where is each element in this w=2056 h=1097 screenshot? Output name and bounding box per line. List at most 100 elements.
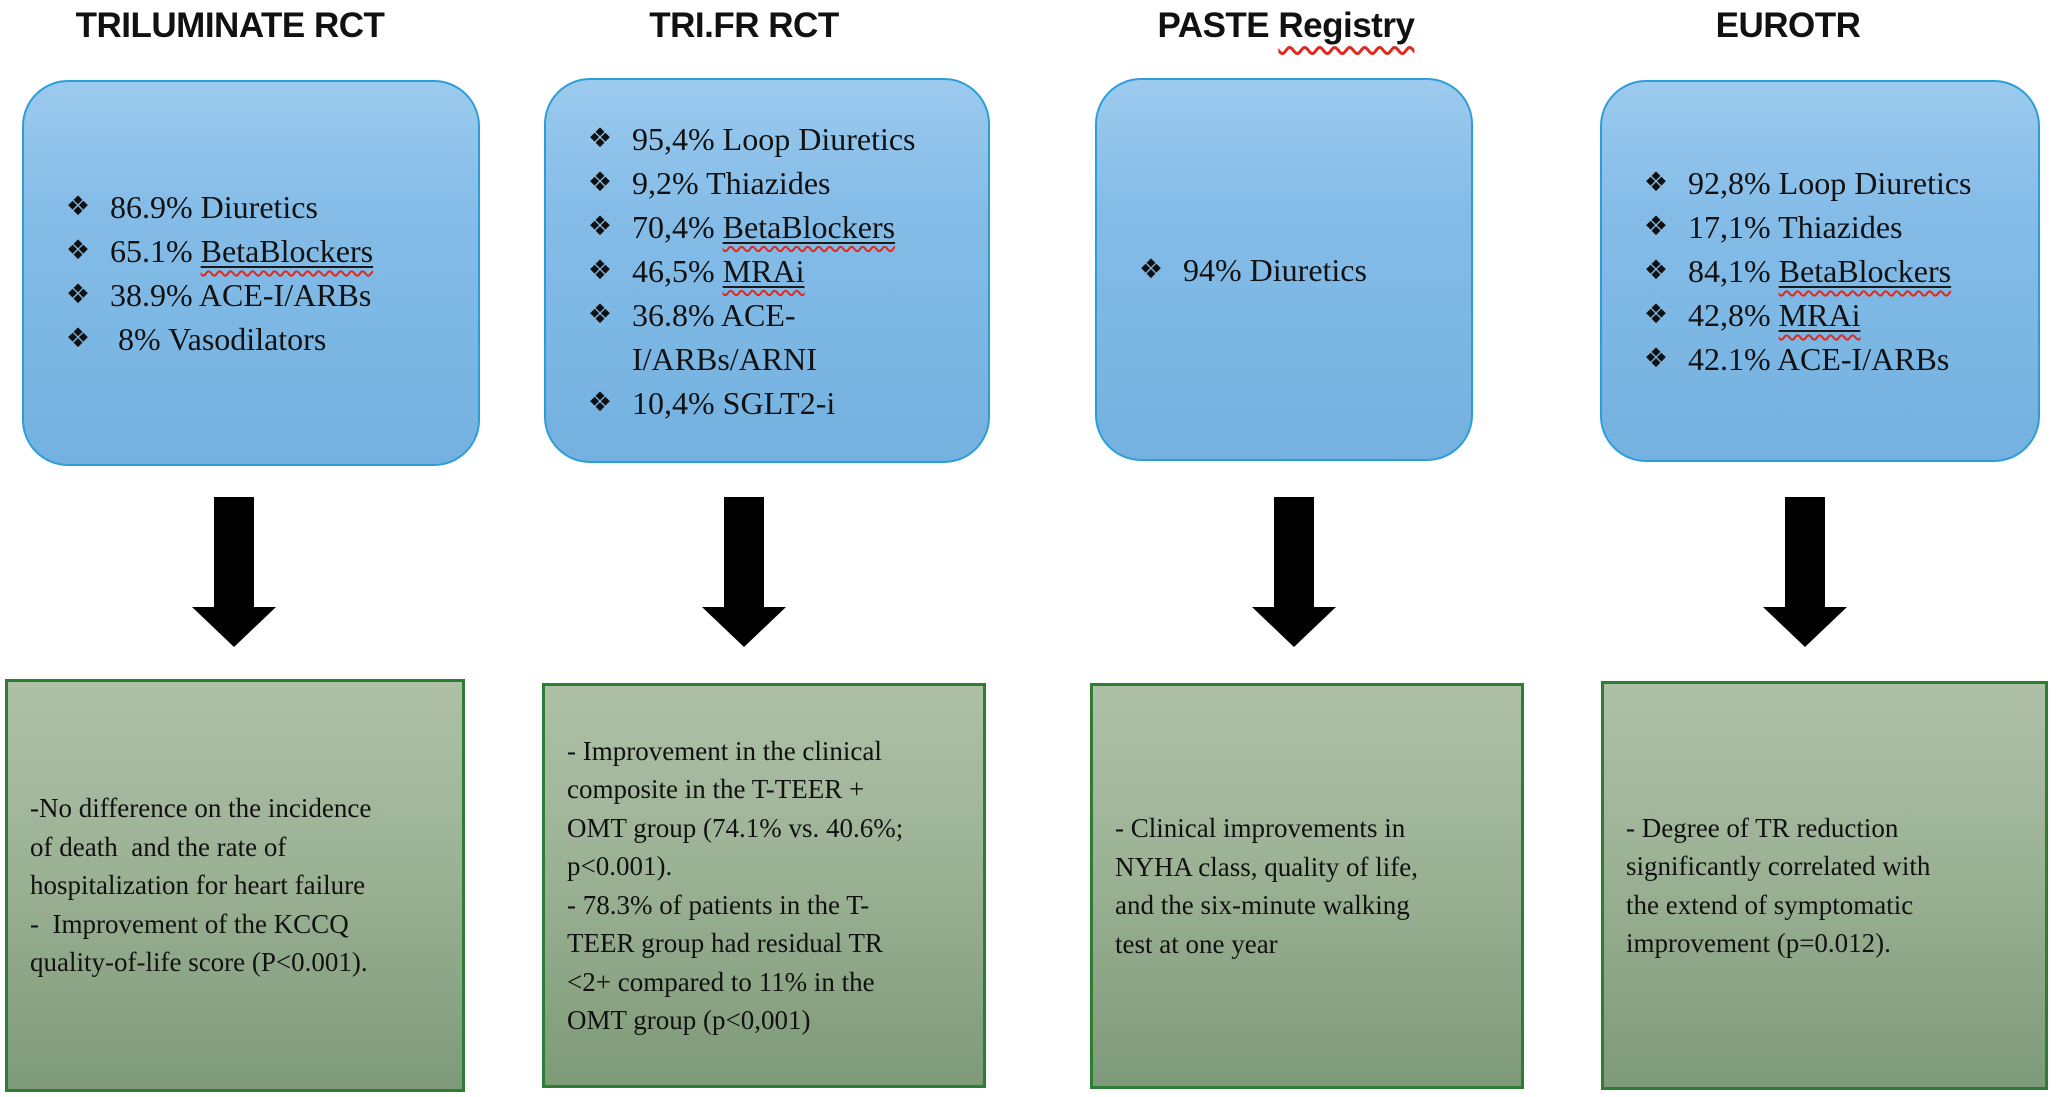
outcome-line: significantly correlated with	[1626, 851, 1931, 881]
medication-text: 38.9% ACE-I/ARBs	[110, 277, 372, 313]
down-arrow-icon	[1763, 497, 1847, 647]
study-title-text: TRILUMINATE RCT	[75, 6, 385, 45]
misspelled-underlined-word: MRAi	[1778, 297, 1861, 333]
medication-bullet: ❖ 42.1% ACE-I/ARBs	[1636, 337, 2022, 381]
diamond-bullet-icon: ❖	[1643, 167, 1669, 198]
diamond-bullet-icon: ❖	[1643, 255, 1669, 286]
diamond-bullet-icon: ❖	[65, 235, 91, 266]
study-title-misspelled-text: Registry	[1278, 6, 1415, 45]
outcome-box-eurotr: - Degree of TR reduction significantly co…	[1601, 681, 2048, 1090]
medication-bullet: ❖ 65.1% BetaBlockers	[58, 229, 462, 273]
study-title-trifr: TRI.FR RCT	[636, 6, 852, 46]
outcome-box-triluminate: -No difference on the incidence of death …	[5, 679, 465, 1092]
outcome-line: - Improvement of the KCCQ	[30, 908, 349, 939]
study-title-text: PASTE	[1157, 6, 1279, 45]
medication-bullet: ❖ 8% Vasodilators	[58, 317, 462, 361]
study-title-triluminate: TRILUMINATE RCT	[46, 6, 414, 46]
medication-text: 10,4% SGLT2-i	[632, 384, 836, 421]
study-title-text: EUROTR	[1715, 6, 1861, 45]
down-arrow-icon	[1252, 497, 1336, 647]
medication-text: 94% Diuretics	[1183, 251, 1367, 288]
medication-text: 70,4% BetaBlockers	[632, 208, 896, 245]
medication-bullet: ❖ 9,2% Thiazides	[580, 161, 972, 205]
medication-text: 92,8% Loop Diuretics	[1688, 165, 1972, 201]
outcome-line: quality-of-life score (P<0.001).	[30, 947, 368, 978]
outcome-line: p<0.001).	[567, 851, 673, 881]
medication-text: 95,4% Loop Diuretics	[632, 120, 916, 157]
medication-bullet: ❖ 86.9% Diuretics	[58, 185, 462, 229]
down-arrow-icon	[702, 497, 786, 647]
study-title-text: TRI.FR RCT	[649, 6, 839, 45]
outcome-text: -No difference on the incidence of death …	[30, 789, 440, 982]
diamond-bullet-icon: ❖	[65, 191, 91, 222]
medication-text: 42,8% MRAi	[1688, 297, 1861, 333]
diamond-bullet-icon: ❖	[1643, 299, 1669, 330]
outcome-line: and the six-minute walking	[1115, 890, 1410, 920]
medication-box-eurotr: ❖92,8% Loop Diuretics❖17,1% Thiazides❖84…	[1600, 80, 2040, 462]
diamond-bullet-icon: ❖	[65, 323, 91, 354]
study-title-paste: PASTE Registry	[1141, 6, 1431, 46]
medication-bullet: ❖ 84,1% BetaBlockers	[1636, 249, 2022, 293]
outcome-line: NYHA class, quality of life,	[1115, 851, 1418, 882]
outcome-line: - Improvement in the clinical	[567, 735, 882, 766]
medication-bullet: ❖ 95,4% Loop Diuretics	[580, 117, 972, 161]
outcome-line: OMT group (74.1% vs. 40.6%;	[567, 812, 904, 843]
medication-list: ❖92,8% Loop Diuretics❖17,1% Thiazides❖84…	[1636, 161, 2022, 381]
medication-text: 42.1% ACE-I/ARBs	[1688, 341, 1950, 377]
outcome-line: -No difference on the incidence	[30, 793, 372, 824]
outcome-text: - Clinical improvements in NYHA class, qu…	[1115, 809, 1499, 963]
medication-bullet: ❖ 36.8% ACE- I/ARBs/ARNI	[580, 293, 972, 381]
medication-bullet: ❖ 92,8% Loop Diuretics	[1636, 161, 2022, 205]
medication-bullet: ❖ 42,8% MRAi	[1636, 293, 2022, 337]
misspelled-underlined-word: MRAi	[722, 252, 805, 289]
study-title-eurotr: EUROTR	[1705, 6, 1871, 46]
diamond-bullet-icon: ❖	[1643, 343, 1669, 374]
diamond-bullet-icon: ❖	[587, 166, 613, 198]
medication-list: ❖ 94% Diuretics	[1131, 248, 1455, 292]
outcome-line: - Clinical improvements in	[1115, 813, 1406, 843]
outcome-line: hospitalization for heart failure	[30, 870, 366, 901]
misspelled-underlined-word: BetaBlockers	[722, 208, 896, 245]
medication-text: 65.1% BetaBlockers	[110, 233, 374, 269]
diamond-bullet-icon: ❖	[587, 254, 613, 286]
medication-bullet: ❖ 94% Diuretics	[1131, 248, 1455, 292]
diamond-bullet-icon: ❖	[587, 298, 613, 330]
diamond-bullet-icon: ❖	[1138, 253, 1164, 285]
diamond-bullet-icon: ❖	[587, 210, 613, 242]
outcome-line: - Degree of TR reduction	[1626, 812, 1899, 843]
outcome-text: - Degree of TR reduction significantly co…	[1626, 809, 2023, 963]
medication-bullet: ❖ 46,5% MRAi	[580, 249, 972, 293]
outcome-line: - 78.3% of patients in the T-	[567, 889, 870, 920]
medication-text: 84,1% BetaBlockers	[1688, 253, 1952, 289]
medication-box-triluminate: ❖ 86.9% Diuretics ❖ 65.1% BetaBlockers ❖ 38.9…	[22, 80, 480, 466]
medication-text: 36.8% ACE- I/ARBs/ARNI	[632, 296, 817, 377]
outcome-line: OMT group (p<0,001)	[567, 1005, 811, 1035]
diamond-bullet-icon: ❖	[1643, 211, 1669, 242]
medication-bullet: ❖ 10,4% SGLT2-i	[580, 381, 972, 425]
misspelled-underlined-word: BetaBlockers	[200, 233, 374, 269]
medication-list: ❖ 95,4% Loop Diuretics ❖ 9,2% Thiazides ❖ 70,…	[580, 117, 972, 425]
medication-bullet: ❖ 70,4% BetaBlockers	[580, 205, 972, 249]
outcome-line: of death and the rate of	[30, 831, 287, 862]
medication-text: 9,2% Thiazides	[632, 164, 831, 201]
outcome-line: <2+ compared to 11% in the	[567, 966, 875, 997]
medication-bullet: ❖17,1% Thiazides	[1636, 205, 2022, 249]
medication-text: 46,5% MRAi	[632, 252, 805, 289]
down-arrow-icon	[192, 497, 276, 647]
medication-text: 86.9% Diuretics	[110, 189, 318, 225]
diamond-bullet-icon: ❖	[587, 386, 613, 418]
medication-box-trifr: ❖ 95,4% Loop Diuretics ❖ 9,2% Thiazides ❖ 70,…	[544, 78, 990, 463]
diamond-bullet-icon: ❖	[65, 279, 91, 310]
medication-text: 8% Vasodilators	[110, 321, 327, 357]
outcome-line: improvement (p=0.012).	[1626, 928, 1891, 958]
outcome-line: TEER group had residual TR	[567, 928, 883, 958]
medication-bullet: ❖ 38.9% ACE-I/ARBs	[58, 273, 462, 317]
outcome-box-paste: - Clinical improvements in NYHA class, qu…	[1090, 683, 1524, 1089]
outcome-line: the extend of symptomatic	[1626, 889, 1914, 920]
diamond-bullet-icon: ❖	[587, 122, 613, 154]
medication-box-paste: ❖ 94% Diuretics	[1095, 78, 1473, 461]
misspelled-underlined-word: BetaBlockers	[1778, 253, 1952, 289]
